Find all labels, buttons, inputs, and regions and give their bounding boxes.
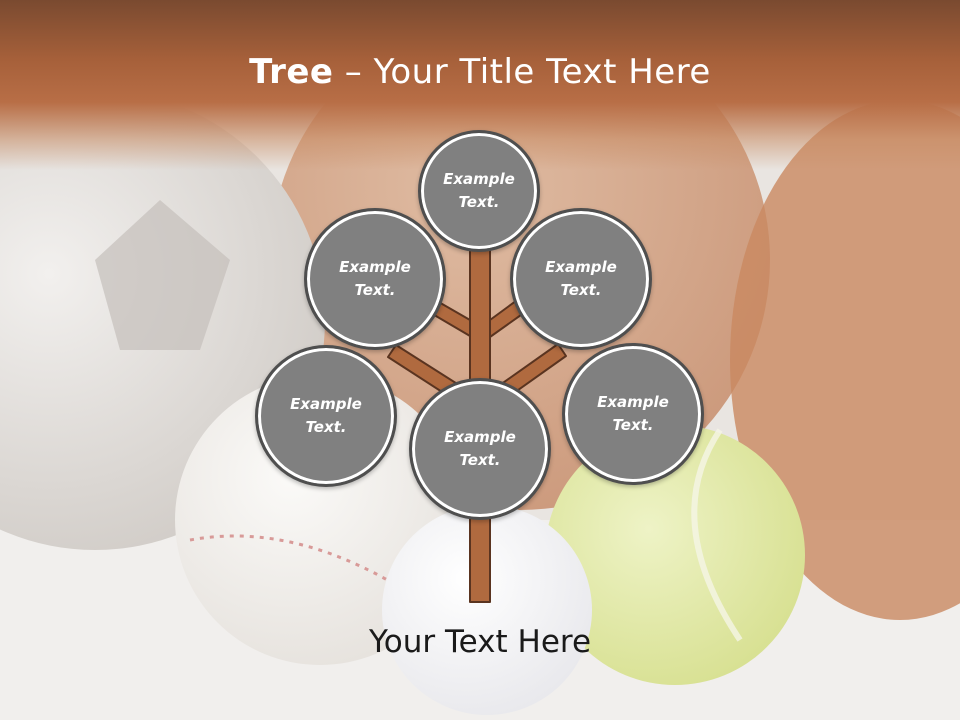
tree-node-right: Example Text. xyxy=(562,343,704,485)
title-bold: Tree xyxy=(249,52,334,92)
tree-node-center: Example Text. xyxy=(409,378,551,520)
caption-text: Your Text Here xyxy=(368,624,592,660)
node-text: Example Text. xyxy=(545,258,617,299)
tree-node-left: Example Text. xyxy=(255,345,397,487)
tree-node-upper-right: Example Text. xyxy=(510,208,652,350)
slide-title: Tree – Your Title Text Here xyxy=(0,52,960,92)
tree-node-top: Example Text. xyxy=(418,130,540,252)
tree-node-upper-left: Example Text. xyxy=(304,208,446,350)
node-text: Example Text. xyxy=(339,258,411,299)
node-text: Example Text. xyxy=(290,395,362,436)
node-text: Example Text. xyxy=(443,170,515,211)
node-text: Example Text. xyxy=(597,393,669,434)
node-text: Example Text. xyxy=(444,428,516,469)
title-rest: – Your Title Text Here xyxy=(333,52,711,92)
